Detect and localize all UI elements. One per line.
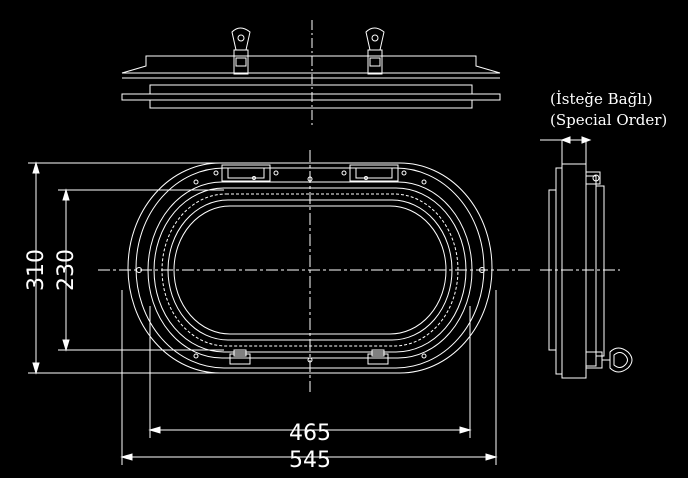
top-view <box>121 20 501 128</box>
left-top-hinge <box>231 27 251 75</box>
note-optional-tr: (İsteğe Bağlı) <box>550 90 653 108</box>
dim-width-outer <box>120 290 498 465</box>
dim-label-230: 230 <box>54 249 79 291</box>
dim-height-outer <box>28 161 220 375</box>
front-latch-right <box>367 349 389 365</box>
note-special-order-en: (Special Order) <box>550 111 667 129</box>
dim-label-465: 465 <box>289 421 331 446</box>
side-latch-handle <box>585 347 633 373</box>
front-hinge-left <box>213 164 279 182</box>
dim-width-inner <box>148 306 472 438</box>
side-view <box>540 136 633 379</box>
dim-label-545: 545 <box>289 448 331 473</box>
dim-height-inner <box>58 188 224 352</box>
front-latch-left <box>229 349 251 365</box>
front-hinge-right <box>341 164 407 182</box>
front-view <box>28 150 530 465</box>
right-top-hinge <box>365 27 385 75</box>
dim-label-310: 310 <box>24 249 49 291</box>
